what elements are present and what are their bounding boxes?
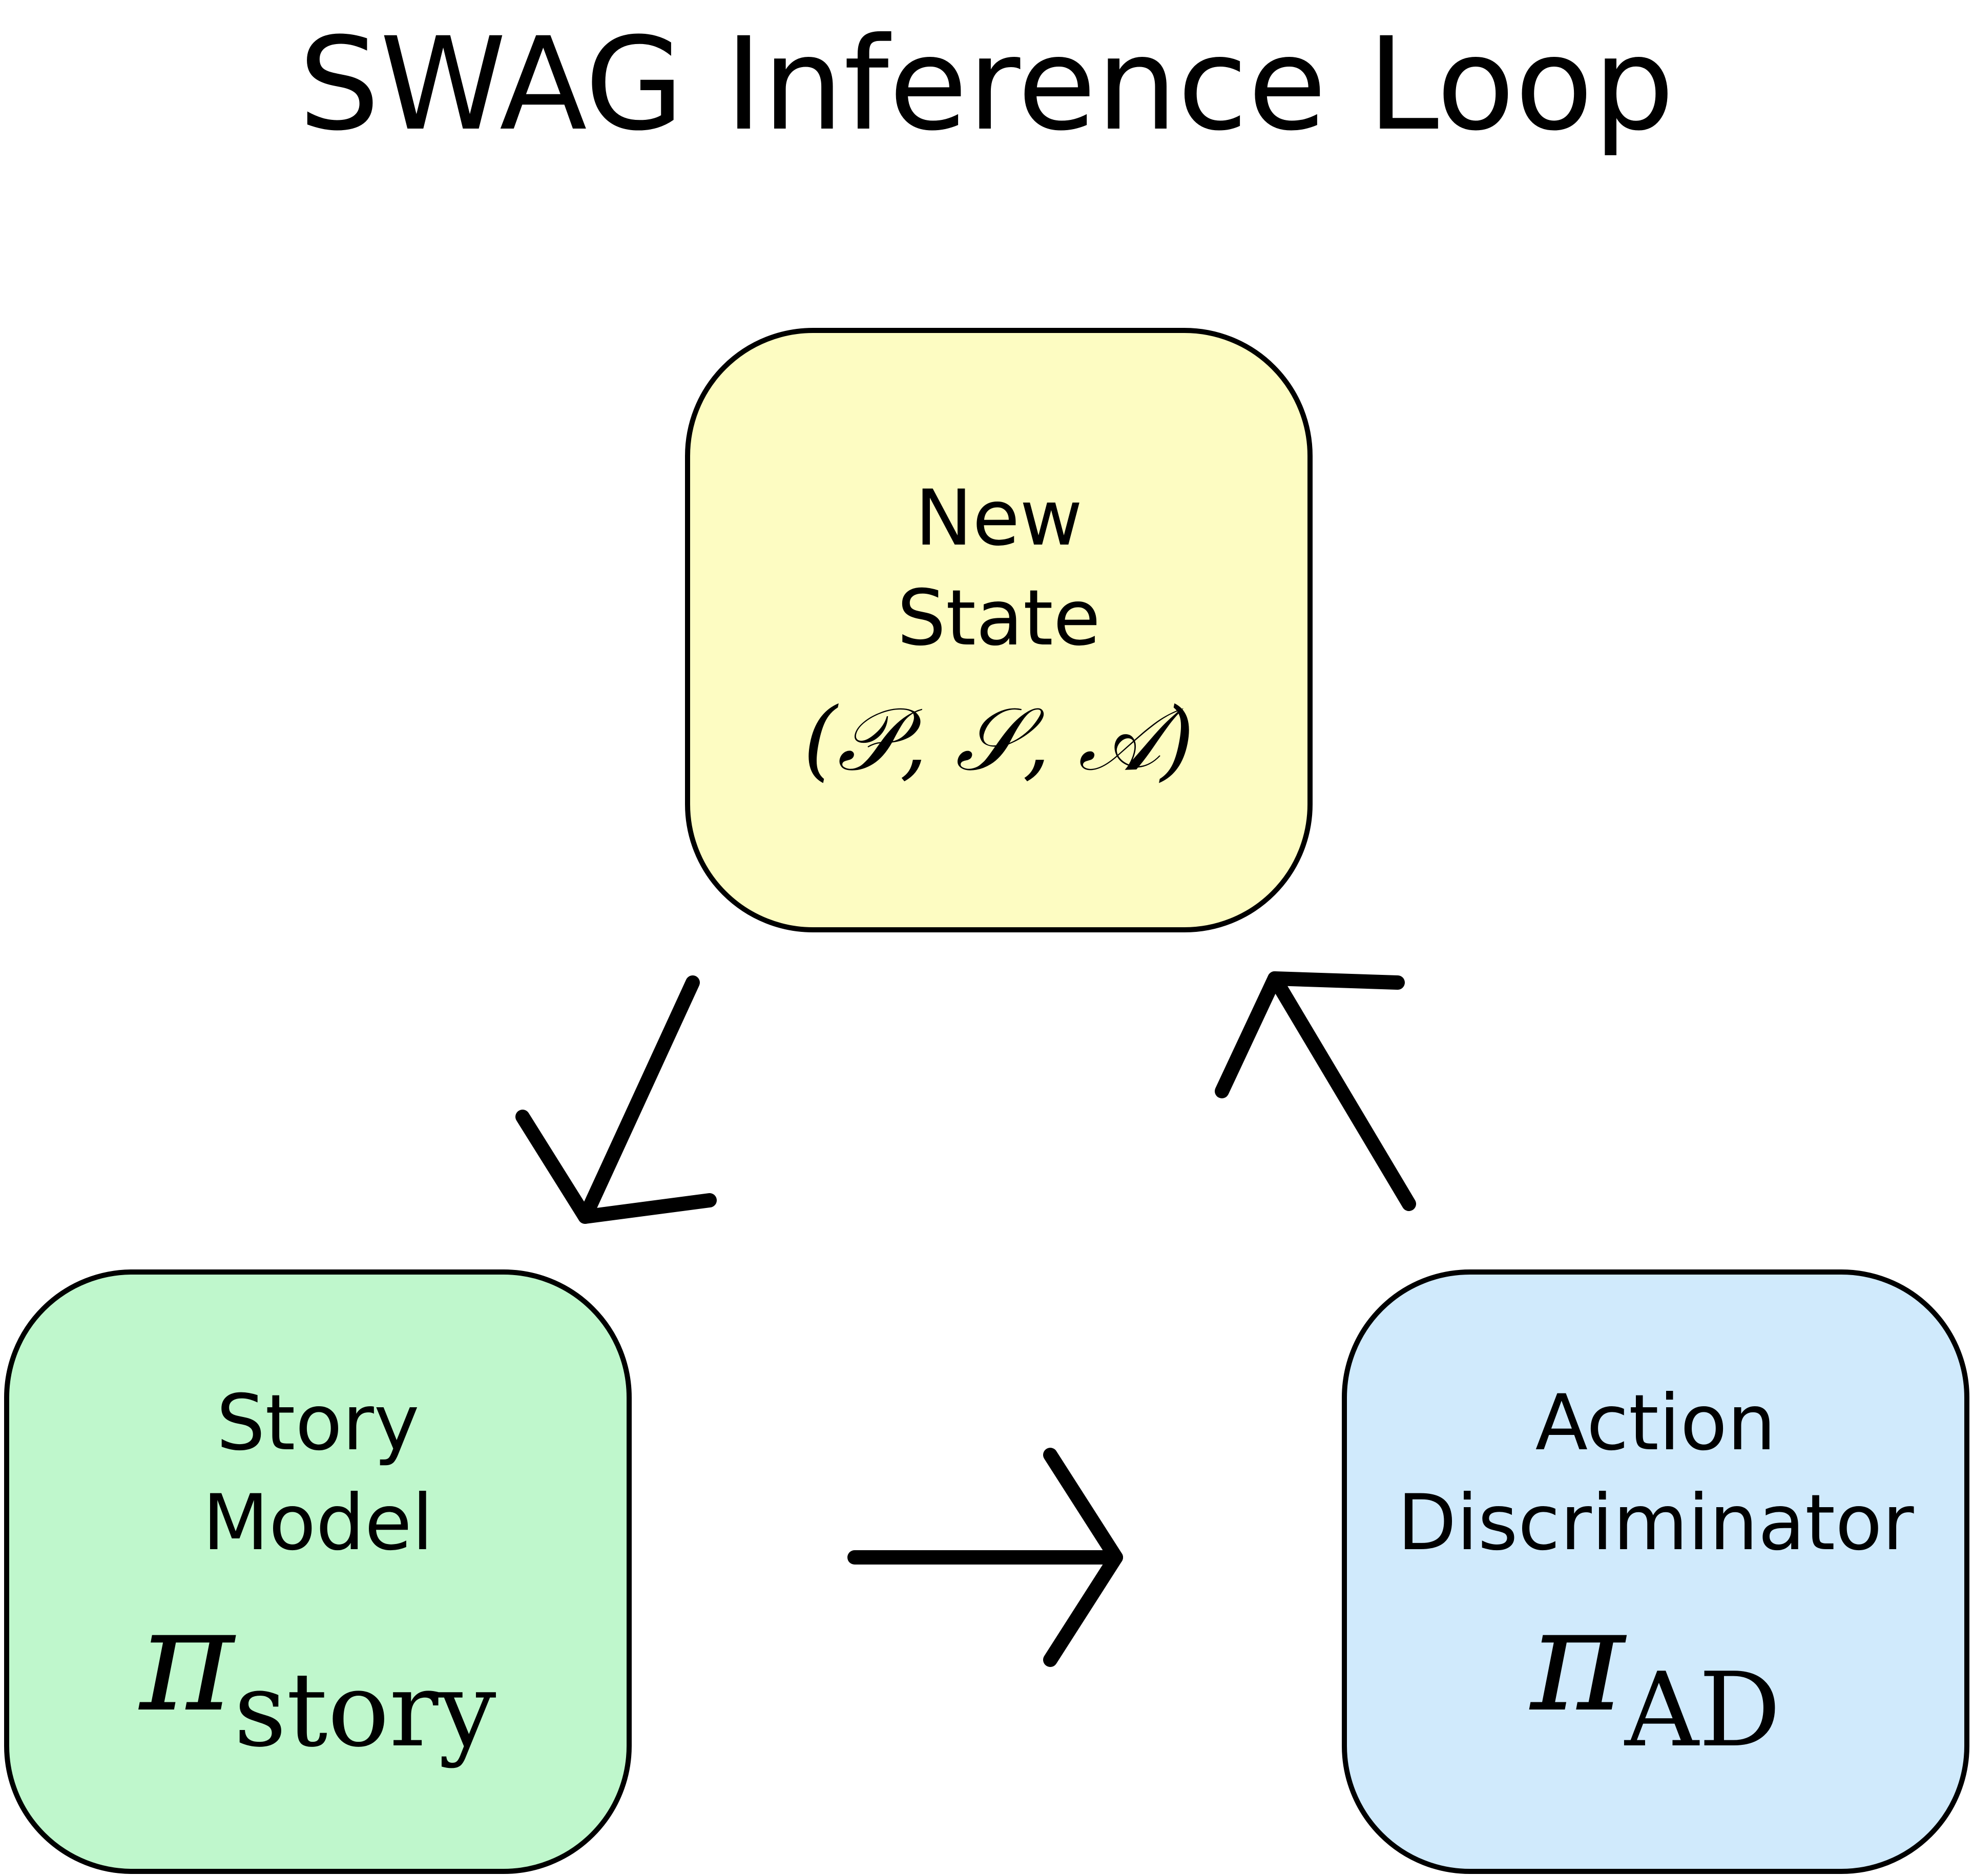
node-story-model-line1: Story: [216, 1379, 420, 1468]
node-story-model: Story Model πstory: [4, 1269, 632, 1874]
arrow-shaft: [578, 975, 700, 1224]
node-story-model-line2: Model: [202, 1478, 433, 1568]
node-story-model-math: πstory: [139, 1589, 496, 1770]
story-pi-symbol: π: [139, 1577, 234, 1744]
arrow-new-state-to-story-model: [515, 975, 717, 1224]
ad-pi-symbol: π: [1530, 1577, 1625, 1744]
arrow-shaft: [1268, 971, 1416, 1211]
story-pi-subscript: story: [234, 1651, 496, 1770]
node-new-state: New State (𝒫, 𝒮, 𝒜): [685, 328, 1313, 932]
ad-pi-subscript: AD: [1625, 1651, 1781, 1770]
node-action-discriminator-line1: Action: [1535, 1379, 1776, 1468]
arrow-head: [1215, 971, 1405, 1098]
arrow-story-model-to-action-discriminator: [847, 1448, 1123, 1667]
arrow-head: [1043, 1448, 1123, 1667]
arrow-action-discriminator-to-new-state: [1215, 971, 1416, 1211]
diagram-title: SWAG Inference Loop: [298, 10, 1675, 159]
node-new-state-line1: New: [915, 474, 1083, 563]
node-action-discriminator-math: πAD: [1530, 1589, 1781, 1770]
node-new-state-math: (𝒫, 𝒮, 𝒜): [803, 689, 1195, 790]
arrow-head: [515, 1110, 717, 1224]
node-new-state-line2: State: [897, 574, 1101, 663]
node-action-discriminator: Action Discriminator πAD: [1342, 1269, 1969, 1874]
node-action-discriminator-line2: Discriminator: [1397, 1478, 1914, 1568]
